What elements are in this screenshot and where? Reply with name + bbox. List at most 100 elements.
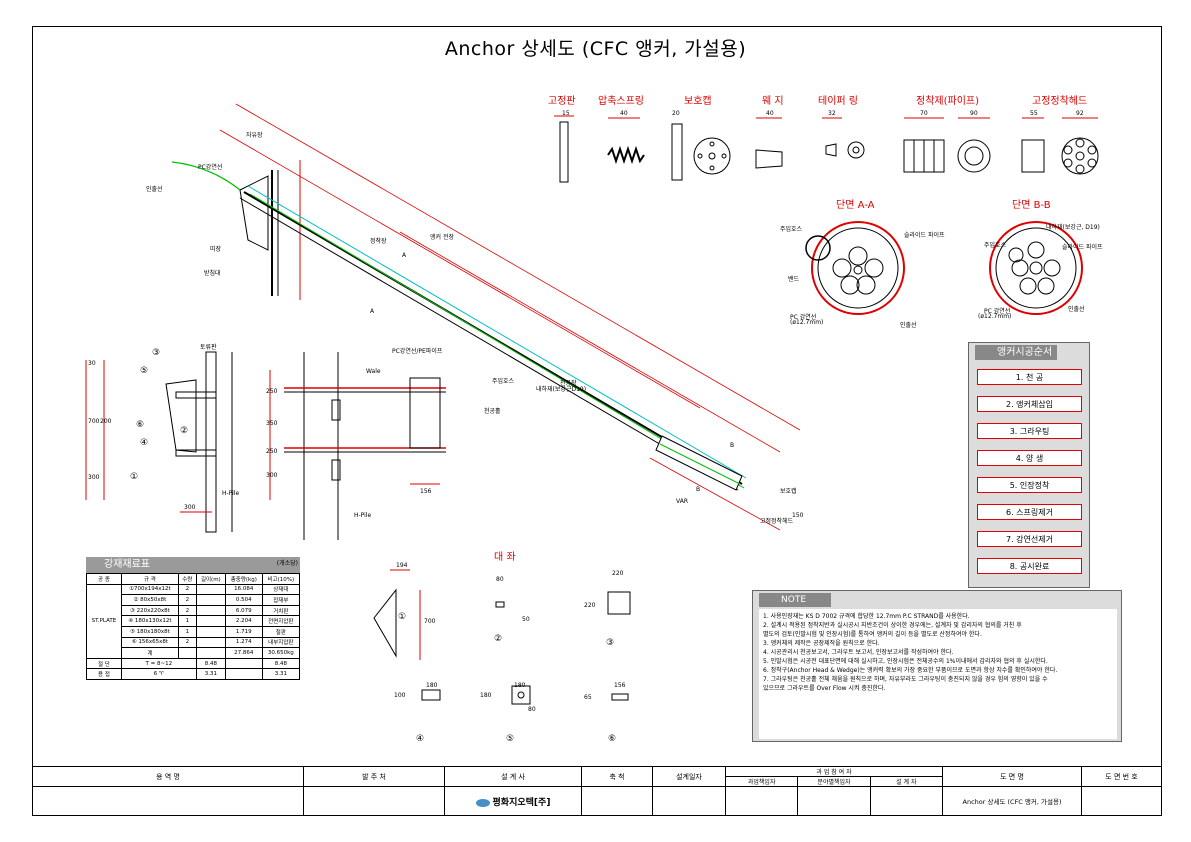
cell: 3.31	[195, 668, 226, 680]
cell: 내부지압판	[261, 636, 301, 649]
cell: 철판	[261, 625, 301, 638]
detail-d250a: 250	[266, 388, 278, 395]
part-wedge-label: 웨 지	[762, 96, 784, 107]
ped5-h: 180	[480, 692, 492, 699]
page-title: Anchor 상세도 (CFC 앵커, 가설용)	[444, 38, 747, 60]
section-bb-drawing	[989, 221, 1083, 315]
note-line: 2. 설계시 적용된 정착지반과 실시공시 지반조건이 상이한 경우에는, 설계…	[763, 622, 1022, 629]
pedestal-title: 대 좌	[494, 552, 516, 563]
note-line: 4. 시공관리시 천공보고서, 그라우트 보고서, 인장보고서를 작성하여야 한…	[763, 649, 954, 656]
bb-slide-pipe: 슬라이드 파이프	[1062, 244, 1103, 251]
main-wale: 띠장	[210, 246, 222, 253]
note-line: 3. 앵커체의 제작은 공장제작을 원칙으로 한다.	[763, 640, 880, 647]
order-step-7: 7. 강연선제거	[977, 531, 1082, 547]
main-fix-len: 정착장	[370, 238, 387, 245]
cell: 2.204	[224, 615, 263, 627]
ped6-num: ⑥	[608, 734, 617, 744]
tb-review-sub-3: 설 계 자	[896, 779, 917, 786]
dim-cap: 20	[672, 110, 680, 117]
note-line: 별도의 검토(인발시험 및 인장시험)를 통하여 앵커의 길이 등을 별도로 산…	[763, 631, 982, 638]
table-row: ② 80x50x8t 2 0.504 잡재부	[87, 594, 301, 606]
cell	[177, 647, 197, 659]
dim-pipe-a: 70	[920, 110, 928, 117]
note-line: 6. 정착구(Anchor Head & Wedge)는 앵커력 확보의 가장 …	[763, 667, 1058, 674]
detail-circle-3: ③	[152, 348, 161, 358]
cell: 1	[177, 615, 197, 627]
ped2-h: 50	[522, 616, 530, 623]
cell: 8.48	[195, 657, 226, 670]
cell: 2	[177, 594, 197, 606]
detail-hpile: H-Pile	[222, 490, 240, 497]
table-row: ST.PLATE ①700x194x12t 2 16.084 상재대	[86, 583, 301, 659]
main-pc-strand: PC강연선	[198, 164, 223, 171]
detail-d156: 156	[420, 488, 432, 495]
detail-d30: 30	[88, 360, 96, 367]
detail-circle-1: ①	[130, 472, 139, 482]
detail-d700: 700	[88, 418, 100, 425]
order-step-3: 3. 그라우팅	[977, 423, 1082, 439]
cell: 1	[177, 625, 197, 638]
table-row: 절 단 T = 8~12 8.48 8.48	[86, 657, 301, 670]
cell: 2	[177, 636, 197, 649]
th-len: 길이(m)	[195, 573, 226, 585]
cell: 6.079	[224, 604, 263, 617]
order-step-1: 1. 천 공	[977, 369, 1082, 385]
main-head: 고정정착헤드	[760, 518, 794, 525]
head-side-shape	[1021, 139, 1045, 173]
cell: ①700x194x12t	[120, 583, 179, 596]
anchor-order-panel: 앵커시공순서 1. 천 공 2. 앵커체삽입 3. 그라우팅 4. 양 생 5.…	[968, 342, 1090, 588]
ped1-num: ①	[398, 612, 407, 622]
ped2-num: ②	[494, 634, 503, 644]
th-type: 공 종	[86, 573, 122, 585]
note-line: 있으므로 그라우트를 Over Flow 시켜 충진한다.	[763, 685, 886, 692]
cell: ② 80x50x8t	[120, 594, 179, 606]
fix-plate-shape	[559, 121, 569, 183]
steel-table-unit: (개소당)	[276, 560, 298, 567]
main-bore: 천공홀	[484, 408, 501, 415]
company-logo-icon	[475, 798, 490, 807]
section-aa-title: 단면 A-A	[836, 200, 875, 211]
cell: 8.48	[261, 657, 301, 670]
pipe-front-shape	[957, 139, 991, 173]
th-spec: 규 격	[120, 573, 179, 585]
cell: 30.650kg	[261, 647, 301, 659]
detail-d300c: 300	[184, 504, 196, 511]
order-step-6: 6. 스프링제거	[977, 504, 1082, 520]
main-free-len: 자유장	[246, 132, 263, 139]
note-title: NOTE	[759, 593, 831, 607]
part-spring-label: 압축스프링	[598, 96, 644, 107]
part-head-label: 고정정착헤드	[1032, 96, 1088, 107]
spring-shape	[607, 145, 645, 165]
part-pipe-label: 정착제(파이프)	[916, 96, 980, 107]
th-qty: 수량	[177, 573, 197, 585]
order-step-4: 4. 양 생	[977, 450, 1082, 466]
main-var: VAR	[676, 498, 688, 505]
bb-grout-hose: 주입호스	[984, 242, 1007, 249]
cell	[195, 615, 226, 627]
cell: 거치판	[261, 604, 301, 617]
tb-review-val-2	[798, 787, 871, 815]
aa-pc: PC 강연선	[790, 314, 817, 321]
main-grout-hose: 주입호스	[492, 378, 515, 385]
cell	[195, 636, 226, 649]
detail-d300b: 300	[266, 472, 278, 479]
tb-design-date: 설계일자	[652, 766, 726, 787]
cell: 1.719	[224, 625, 263, 638]
ped6-h: 65	[584, 694, 592, 701]
section-aa-drawing	[805, 221, 905, 315]
cell	[195, 604, 226, 617]
dim-head-b: 92	[1076, 110, 1084, 117]
main-dim-150: 150	[792, 512, 804, 519]
tb-drawing-no-value	[1081, 786, 1162, 816]
bb-drawout: 인출선	[1068, 306, 1085, 313]
tb-client-value	[303, 786, 445, 816]
part-cap-label: 보호캡	[684, 96, 712, 107]
tb-drawing-no: 도 면 번 호	[1081, 766, 1162, 787]
ped5-extra: 80	[528, 706, 536, 713]
note-line: 1. 사용인장재는 KS D 7002 규격에 합당한 12.7mm P.C S…	[763, 613, 970, 620]
cell	[195, 625, 226, 638]
ped4-num: ④	[416, 734, 425, 744]
cell	[224, 657, 263, 670]
tb-drawing-name: 도 면 명	[942, 766, 1082, 787]
